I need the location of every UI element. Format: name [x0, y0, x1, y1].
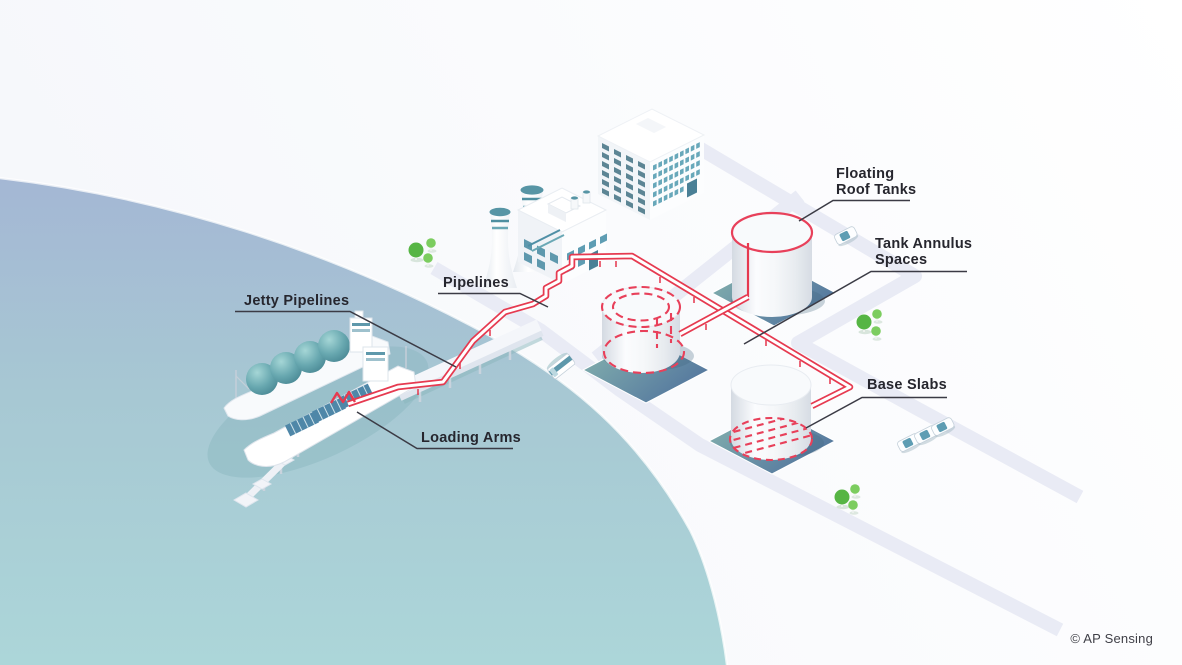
main-pipeline — [346, 252, 854, 409]
zigzag-road — [648, 113, 1084, 504]
label-pipelines: Pipelines — [443, 275, 509, 291]
label-line: Roof Tanks — [836, 182, 917, 198]
label-base-slabs: Base Slabs — [867, 377, 947, 393]
callout-lines — [235, 199, 967, 450]
leader-loading-arms — [356, 411, 513, 450]
processing-plant — [483, 185, 608, 288]
label-line: Pipelines — [443, 275, 509, 291]
annulus-tank — [601, 286, 681, 373]
floating-roof-ring — [730, 211, 814, 254]
leader-floating-roof-tanks — [798, 199, 910, 222]
copyright-attribution: © AP Sensing — [1070, 631, 1153, 646]
label-line: Spaces — [875, 252, 928, 268]
label-floating-roof-tanks: Floating Roof Tanks — [836, 166, 916, 198]
lng-carrier-ship — [223, 310, 391, 421]
floating-roof-tank — [731, 211, 813, 317]
label-line: Tank Annulus — [875, 236, 973, 252]
label-jetty-pipelines: Jetty Pipelines — [244, 293, 349, 309]
shoreline — [0, 176, 729, 665]
front-superstructure — [362, 346, 407, 382]
plant-building — [516, 187, 608, 284]
label-line: Jetty Pipelines — [244, 293, 350, 309]
van — [546, 352, 576, 380]
label-line: Base Slabs — [867, 377, 947, 393]
leader-base-slabs — [805, 396, 947, 429]
lng-domes — [246, 330, 350, 395]
label-line: Floating — [836, 166, 895, 182]
vehicles — [546, 225, 957, 456]
leader-pipelines — [438, 292, 549, 308]
leader-jetty-pipelines — [235, 310, 457, 368]
tanker-ship — [243, 346, 417, 467]
water — [0, 176, 729, 665]
label-tank-annulus-spaces: Tank Annulus Spaces — [875, 236, 972, 268]
roof-equipment — [527, 190, 591, 252]
pipelines — [329, 243, 854, 409]
label-line: Loading Arms — [421, 430, 521, 446]
tank-branch-pipeline — [678, 243, 750, 337]
loading-arms-icon — [329, 390, 357, 404]
leader-tank-annulus-spaces — [743, 270, 967, 345]
office-building — [596, 108, 706, 220]
label-loading-arms: Loading Arms — [421, 430, 521, 446]
annulus-dashes — [600, 285, 686, 375]
